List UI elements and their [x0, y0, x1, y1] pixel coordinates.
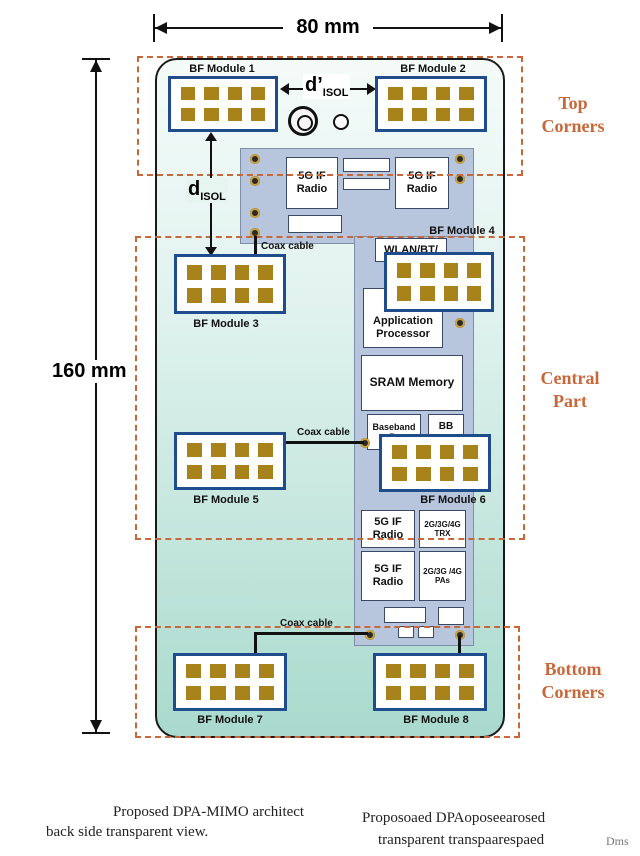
coax-cable — [254, 236, 257, 258]
bottom-corners-region — [135, 626, 520, 738]
d-isol-label: dISOL — [186, 178, 228, 203]
screw-icon — [455, 630, 465, 640]
height-dimension — [82, 58, 110, 734]
bf-module-7 — [173, 653, 287, 711]
central-part-label: Central Part — [540, 368, 600, 412]
screw-icon — [250, 154, 260, 164]
board-pad — [343, 178, 390, 190]
coax-cable-label: Coax cable — [297, 427, 350, 438]
screw-icon — [455, 154, 465, 164]
bf-module-2 — [375, 76, 487, 132]
board-pad — [384, 607, 426, 623]
bf-module-4-label: BF Module 4 — [429, 225, 495, 237]
pas-chip: 2G/3G /4G PAs — [419, 551, 466, 601]
d-isol-prime-label: d’ISOL — [303, 74, 351, 99]
bf-module-6 — [379, 434, 491, 492]
board-pad — [438, 607, 464, 625]
height-label: 160 mm — [52, 360, 142, 383]
caption-line-1b: Proposoaed DPAoposeearosed — [362, 810, 546, 826]
sram-memory-chip: SRAM Memory — [361, 355, 463, 411]
coax-cable-label: Coax cable — [261, 241, 314, 252]
top-corners-region — [137, 56, 523, 176]
if-radio-chip-d: 5G IF Radio — [361, 551, 415, 601]
caption-line-1a: Proposed DPA-MIMO architect — [113, 804, 305, 820]
bf-module-5 — [174, 432, 286, 490]
bf-module-1 — [168, 76, 278, 132]
caption-line-2a: back side transparent view. — [46, 824, 209, 840]
board-pad — [288, 215, 342, 233]
screw-icon — [250, 176, 260, 186]
if-radio-chip-a: 5G IF Radio — [286, 157, 338, 209]
caption-line-2b: transparent transpaarespaed — [378, 832, 545, 848]
bf-module-8-label: BF Module 8 — [403, 714, 469, 726]
bf-module-7-label: BF Module 7 — [197, 714, 263, 726]
bf-module-5-label: BF Module 5 — [193, 494, 259, 506]
bottom-corners-label: Bottom Corners — [541, 659, 605, 703]
coax-cable — [254, 632, 368, 635]
central-region — [135, 236, 525, 540]
coax-cable — [254, 632, 257, 654]
bf-module-3-label: BF Module 3 — [193, 318, 259, 330]
coax-cable-label: Coax cable — [280, 618, 333, 629]
caption-tail: Dms — [606, 834, 629, 848]
bf-module-3 — [174, 254, 286, 314]
screw-icon — [455, 174, 465, 184]
width-dimension: 80 mm — [153, 14, 503, 42]
screw-icon — [250, 208, 260, 218]
screw-icon — [360, 438, 370, 448]
camera-icon — [288, 106, 318, 136]
trx-chip: 2G/3G/4G TRX — [419, 510, 466, 548]
board-pad — [343, 158, 390, 172]
width-label: 80 mm — [283, 16, 373, 39]
top-corners-label: Top Corners — [541, 93, 605, 137]
bf-module-1-label: BF Module 1 — [189, 63, 255, 75]
flash-icon — [333, 114, 349, 130]
bf-module-8 — [373, 653, 487, 711]
coax-cable — [458, 636, 461, 654]
screw-icon — [250, 228, 260, 238]
bf-module-4 — [384, 252, 494, 312]
bf-module-6-label: BF Module 6 — [420, 494, 486, 506]
screw-icon — [455, 318, 465, 328]
screw-icon — [365, 630, 375, 640]
if-radio-chip-b: 5G IF Radio — [395, 157, 449, 209]
coax-cable — [286, 441, 364, 444]
bf-module-2-label: BF Module 2 — [400, 63, 466, 75]
